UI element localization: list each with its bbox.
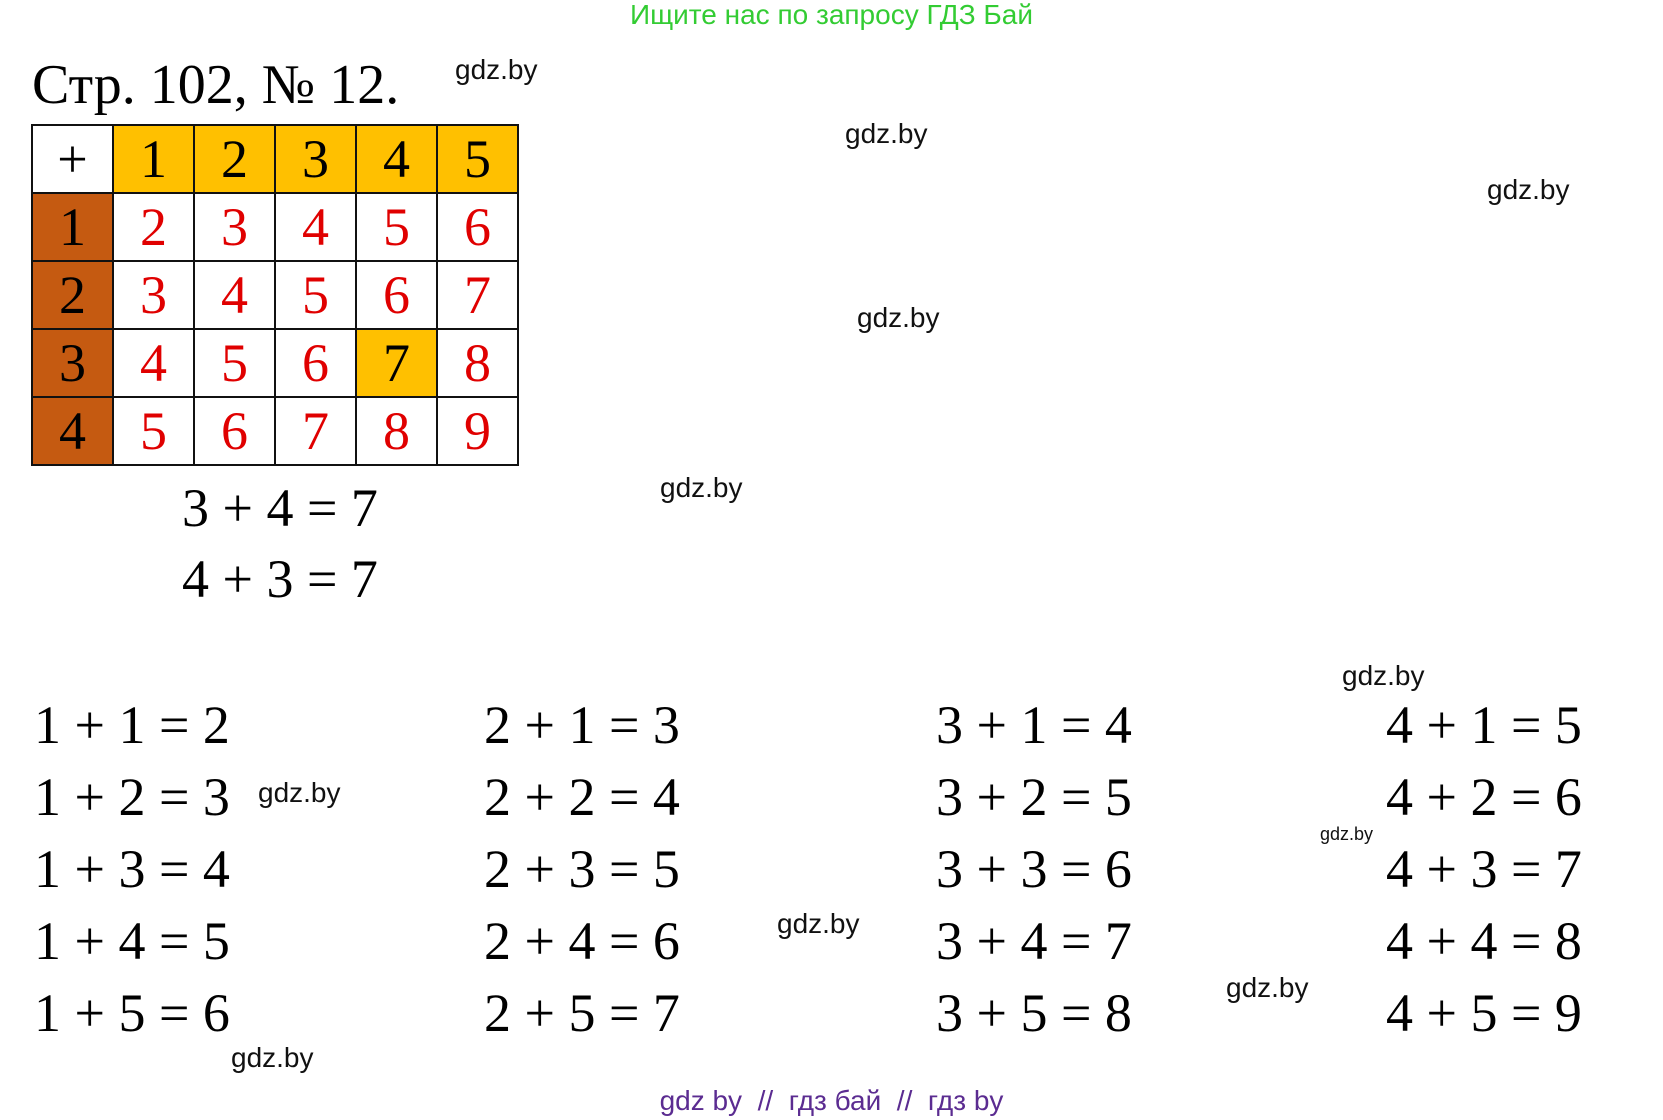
table-cell: 3	[112, 260, 195, 330]
equation: 4 + 1 = 5	[1386, 695, 1582, 755]
table-cell: 4	[274, 192, 357, 262]
watermark: gdz.by	[1226, 972, 1309, 1003]
table-corner-plus: +	[31, 124, 114, 194]
watermark: gdz.by	[845, 118, 928, 149]
row-header: 3	[31, 328, 114, 398]
watermark: gdz.by	[231, 1042, 314, 1073]
equation: 3 + 4 = 7	[936, 911, 1132, 971]
table-cell: 6	[355, 260, 438, 330]
commutative-example: 4 + 3 = 7	[182, 549, 378, 609]
equation: 1 + 5 = 6	[34, 983, 230, 1043]
table-cell: 6	[274, 328, 357, 398]
page-title: Стр. 102, № 12.	[32, 54, 400, 116]
table-cell: 7	[274, 396, 357, 466]
equation: 1 + 2 = 3	[34, 767, 230, 827]
equation: 2 + 5 = 7	[484, 983, 680, 1043]
watermark: gdz.by	[660, 472, 743, 503]
row-header: 1	[31, 192, 114, 262]
table-cell: 4	[112, 328, 195, 398]
promo-banner[interactable]: Ищите нас по запросу ГДЗ Бай	[629, 0, 1034, 30]
watermark: gdz.by	[1320, 824, 1374, 844]
watermark: gdz.by	[455, 54, 538, 85]
watermark: gdz.by	[857, 302, 940, 333]
equation: 1 + 1 = 2	[34, 695, 230, 755]
table-row: 2 3 4 5 6 7	[31, 260, 519, 330]
table-cell-highlighted: 7	[355, 328, 438, 398]
equation: 4 + 2 = 6	[1386, 767, 1582, 827]
table-cell: 5	[274, 260, 357, 330]
equation: 3 + 2 = 5	[936, 767, 1132, 827]
equation: 3 + 5 = 8	[936, 983, 1132, 1043]
watermark: gdz.by	[1342, 660, 1425, 691]
equation: 3 + 1 = 4	[936, 695, 1132, 755]
commutative-example: 3 + 4 = 7	[182, 478, 378, 538]
equation: 1 + 3 = 4	[34, 839, 230, 899]
table-cell: 5	[355, 192, 438, 262]
equation: 2 + 3 = 5	[484, 839, 680, 899]
watermark: gdz.by	[777, 908, 860, 939]
table-cell: 5	[112, 396, 195, 466]
table-cell: 6	[193, 396, 276, 466]
table-header-row: + 1 2 3 4 5	[31, 124, 519, 194]
table-cell: 8	[355, 396, 438, 466]
table-cell: 4	[193, 260, 276, 330]
watermark: gdz.by	[1487, 174, 1570, 205]
table-cell: 9	[436, 396, 519, 466]
equation: 4 + 5 = 9	[1386, 983, 1582, 1043]
column-header: 3	[274, 124, 357, 194]
row-header: 4	[31, 396, 114, 466]
equation: 2 + 2 = 4	[484, 767, 680, 827]
column-header: 2	[193, 124, 276, 194]
table-row: 1 2 3 4 5 6	[31, 192, 519, 262]
equation: 4 + 3 = 7	[1386, 839, 1582, 899]
table-cell: 8	[436, 328, 519, 398]
table-row: 4 5 6 7 8 9	[31, 396, 519, 466]
column-header: 1	[112, 124, 195, 194]
table-cell: 6	[436, 192, 519, 262]
watermark: gdz.by	[258, 777, 341, 808]
equation: 2 + 1 = 3	[484, 695, 680, 755]
footer-links[interactable]: gdz by // гдз бай // гдз by	[659, 1085, 1004, 1116]
equation: 1 + 4 = 5	[34, 911, 230, 971]
row-header: 2	[31, 260, 114, 330]
equation: 2 + 4 = 6	[484, 911, 680, 971]
table-row: 3 4 5 6 7 8	[31, 328, 519, 398]
table-cell: 2	[112, 192, 195, 262]
column-header: 5	[436, 124, 519, 194]
addition-table: + 1 2 3 4 5 1 2 3 4 5 6 2 3 4 5 6 7 3 4 …	[31, 124, 519, 466]
table-cell: 7	[436, 260, 519, 330]
table-cell: 5	[193, 328, 276, 398]
equation: 3 + 3 = 6	[936, 839, 1132, 899]
column-header: 4	[355, 124, 438, 194]
table-cell: 3	[193, 192, 276, 262]
equation: 4 + 4 = 8	[1386, 911, 1582, 971]
